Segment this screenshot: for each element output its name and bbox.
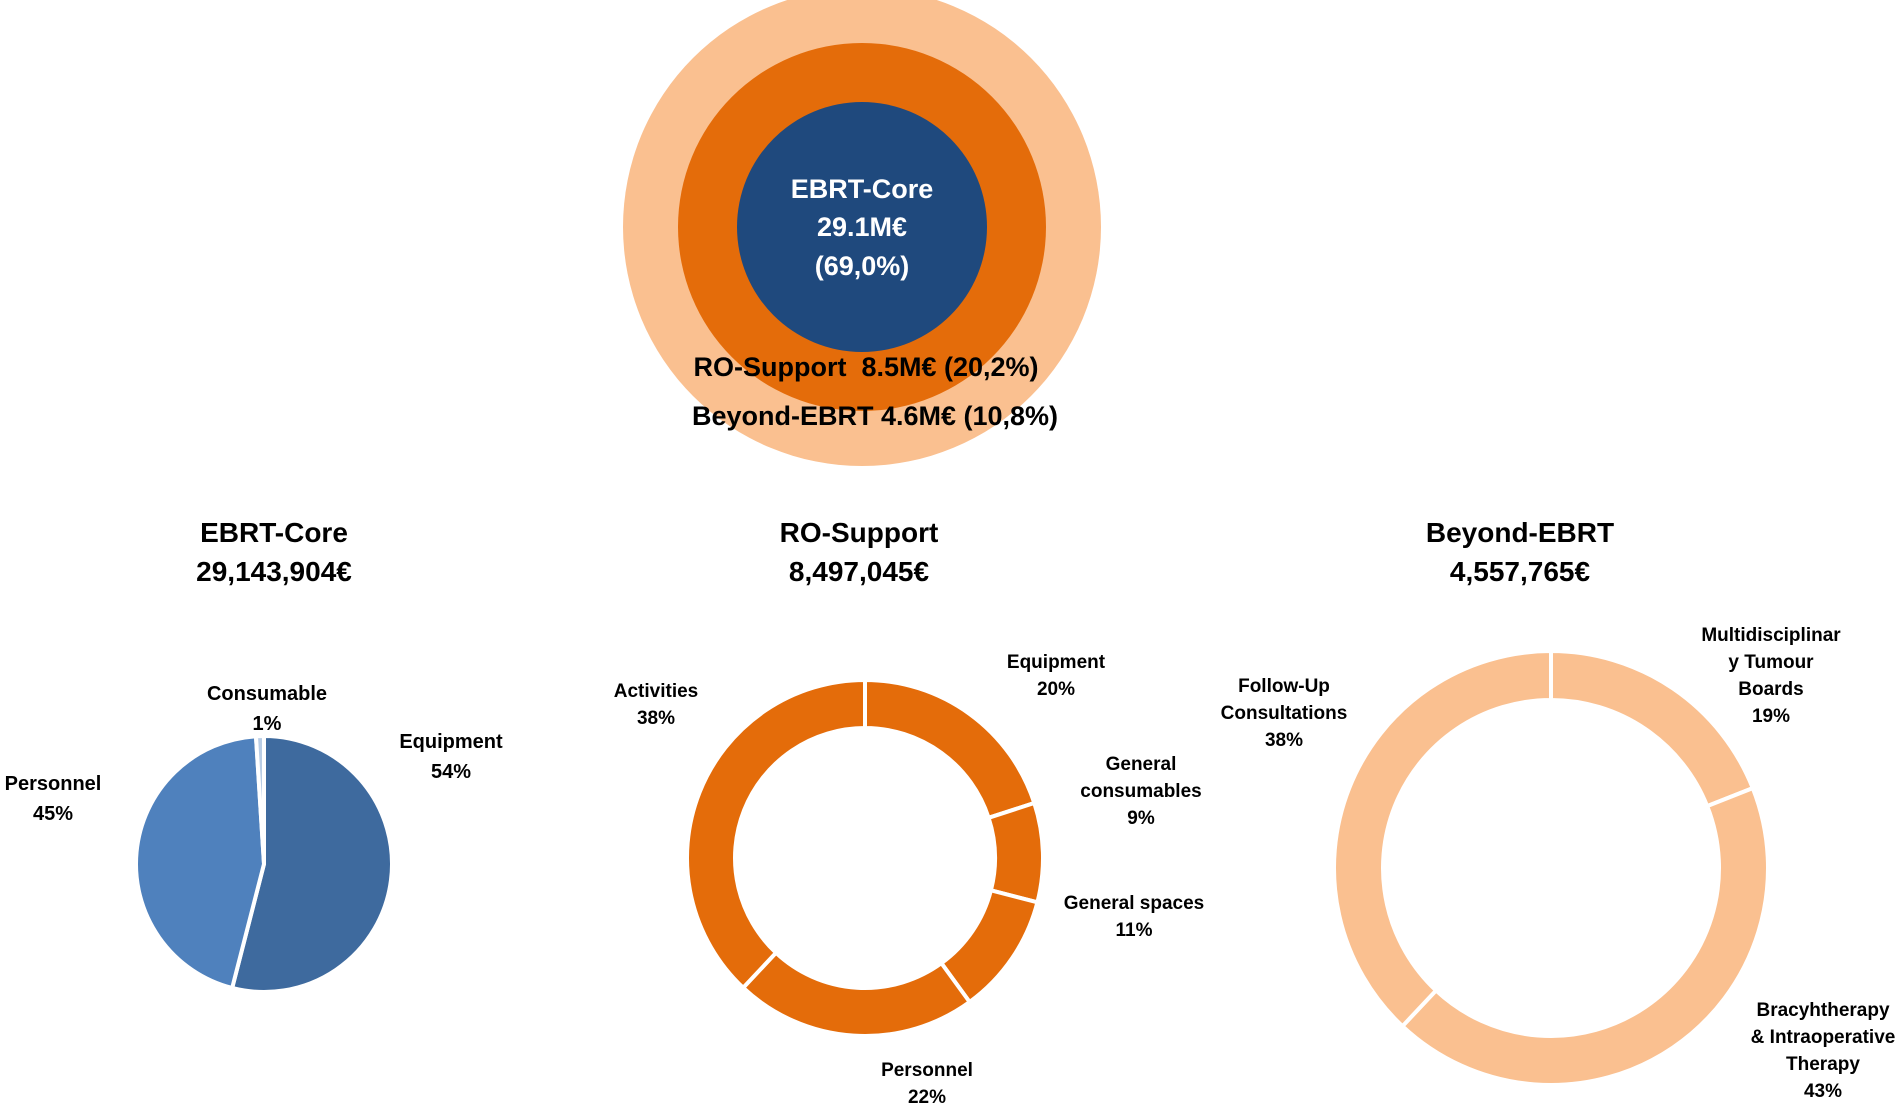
ro-support-donut-chart: RO-Support 8,497,045€ Equipment 20% Genera… <box>614 517 1204 1108</box>
slice-percent-text: 20% <box>1037 679 1075 700</box>
pie-slice-personnel <box>134 734 267 991</box>
slice-label-text: Consultations <box>1221 703 1348 724</box>
ebrt-core-total: 29,143,904€ <box>196 556 352 587</box>
donut-slice-general-consumables <box>986 800 1045 905</box>
overview-concentric-chart: EBRT-Core 29.1M€ (69,0%) RO-Support 8.5M… <box>623 0 1101 466</box>
donut-slice-equipment <box>863 677 1037 821</box>
donut-slice-personnel <box>740 949 973 1038</box>
beyond-ebrt-total: 4,557,765€ <box>1450 556 1591 587</box>
ro-support-summary: RO-Support 8.5M€ (20,2%) <box>693 352 1038 382</box>
slice-label-text: Consumable <box>207 683 327 705</box>
ebrt-core-circle <box>737 102 987 352</box>
slice-label-text: Activities <box>614 681 698 702</box>
beyond-ebrt-slices <box>1332 648 1770 1087</box>
donut-slice-activities <box>685 677 867 991</box>
ro-support-total: 8,497,045€ <box>789 556 930 587</box>
slice-label-text: Follow-Up <box>1238 676 1330 697</box>
slice-label-text: Personnel <box>881 1060 973 1081</box>
beyond-ebrt-title: Beyond-EBRT <box>1426 517 1614 548</box>
slice-percent-text: 11% <box>1116 920 1153 941</box>
slice-label-text: Multidisciplinar <box>1701 625 1841 646</box>
slice-percent-text: 1% <box>253 713 282 735</box>
slice-label-personnel: Personnel 45% <box>5 773 102 825</box>
pie-slice-equipment <box>229 733 394 994</box>
slice-label-text: Equipment <box>1007 652 1106 673</box>
ebrt-core-value: 29.1M€ <box>817 212 907 242</box>
beyond-ebrt-donut-chart: Beyond-EBRT 4,557,765€ Multidisciplinar y… <box>1221 517 1896 1102</box>
slice-label-text: Boards <box>1738 679 1803 700</box>
ebrt-core-name: EBRT-Core <box>791 174 934 204</box>
slice-percent-text: 43% <box>1804 1081 1842 1102</box>
slice-percent-text: 54% <box>431 761 471 783</box>
slice-label-equipment: Equipment 54% <box>399 731 503 783</box>
slice-label-text: Bracyhtherapy <box>1756 1000 1889 1021</box>
donut-slice-follow-up-consultations <box>1332 648 1553 1030</box>
ebrt-core-pie-chart: EBRT-Core 29,143,904€ Equipment 54% Pers… <box>5 517 503 994</box>
donut-slice-bracyhtherapy-intraoperative-therapy <box>1399 785 1770 1087</box>
ro-support-slices <box>685 677 1045 1038</box>
slice-label-text: Therapy <box>1786 1054 1860 1075</box>
pie-slice-consumable <box>253 733 266 865</box>
slice-percent-text: 22% <box>908 1087 946 1108</box>
donut-slice-multidisciplinar-y-tumour-boards <box>1549 648 1756 809</box>
beyond-ebrt-summary: Beyond-EBRT 4.6M€ (10,8%) <box>692 401 1058 431</box>
slice-label-text: General spaces <box>1064 893 1204 914</box>
slice-label-text: General <box>1106 754 1177 775</box>
slice-percent-text: 38% <box>637 708 675 729</box>
ebrt-core-slices <box>134 733 394 994</box>
slice-percent-text: 9% <box>1127 808 1155 829</box>
slice-label-text: Equipment <box>399 731 503 753</box>
slice-percent-text: 38% <box>1265 730 1303 751</box>
ro-support-title: RO-Support <box>780 517 939 548</box>
slice-label-text: consumables <box>1080 781 1201 802</box>
ebrt-core-title: EBRT-Core <box>200 517 348 548</box>
ebrt-core-share: (69,0%) <box>815 251 910 281</box>
slice-percent-text: 19% <box>1752 706 1790 727</box>
slice-label-text: Personnel <box>5 773 102 795</box>
slice-label-consumable: Consumable 1% <box>207 683 327 735</box>
ro-support-labels: Equipment 20% General consumables 9% General … <box>614 652 1204 1108</box>
slice-label-text: y Tumour <box>1728 652 1814 673</box>
slice-percent-text: 45% <box>33 803 73 825</box>
slice-label-text: & Intraoperative <box>1751 1027 1896 1048</box>
